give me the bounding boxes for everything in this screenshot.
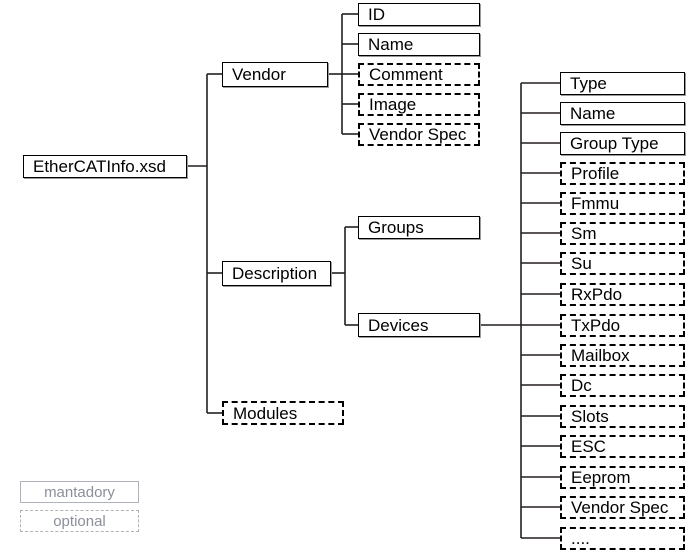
node-label: Name [570,104,616,123]
node-description[interactable]: Description [222,261,331,286]
node-label: Sm [571,224,597,243]
node-root[interactable]: EtherCATInfo.xsd [23,155,187,178]
node-label: Type [570,74,607,93]
node-label: ESC [571,437,606,456]
node-label: Fmmu [571,194,620,213]
node-label: Image [369,95,417,114]
node-label: Su [571,254,592,273]
node-label: Group Type [570,134,659,153]
node-device-name[interactable]: Name [560,102,685,125]
node-label: Description [232,264,318,283]
node-device-group-type[interactable]: Group Type [560,132,685,155]
node-label: Groups [368,218,424,237]
node-vendor-comment[interactable]: Comment [358,63,480,86]
node-vendor-id[interactable]: ID [358,3,480,26]
node-groups[interactable]: Groups [358,216,480,239]
legend-label: optional [53,512,106,530]
node-label: RxPdo [571,285,623,304]
node-label: Devices [368,315,429,335]
node-vendor[interactable]: Vendor [222,62,328,87]
node-modules[interactable]: Modules [222,401,344,425]
node-device-slots[interactable]: Slots [560,405,685,428]
legend-optional: optional [20,510,139,532]
node-label: Dc [571,376,592,395]
node-label: Vendor [232,65,286,84]
node-vendor-image[interactable]: Image [358,93,480,116]
node-label: Mailbox [571,346,630,365]
node-label: Vendor Spec [369,125,467,144]
node-vendor-vendor-spec[interactable]: Vendor Spec [358,123,480,146]
node-device-sm[interactable]: Sm [560,222,685,245]
node-device-txpdo[interactable]: TxPdo [560,314,685,337]
node-label: Profile [571,164,620,183]
node-device-rxpdo[interactable]: RxPdo [560,283,685,306]
node-device-su[interactable]: Su [560,252,685,275]
node-device-esc[interactable]: ESC [560,435,685,458]
node-label: Slots [571,407,609,426]
node-label: Eeprom [571,468,631,487]
node-device-more[interactable]: .... [560,527,685,550]
node-device-profile[interactable]: Profile [560,162,685,185]
node-device-mailbox[interactable]: Mailbox [560,344,685,367]
node-label: ID [368,5,385,24]
node-label: Vendor Spec [571,498,669,517]
node-label: Comment [369,65,443,84]
legend-label: mantadory [44,483,115,501]
node-label: Modules [233,403,298,423]
node-label: .... [571,529,590,548]
legend-mandatory: mantadory [20,481,139,503]
node-device-vendor-spec[interactable]: Vendor Spec [560,496,685,519]
node-device-type[interactable]: Type [560,72,685,95]
node-devices[interactable]: Devices [358,313,480,337]
node-label: TxPdo [571,316,621,335]
node-device-fmmu[interactable]: Fmmu [560,192,685,215]
node-device-eeprom[interactable]: Eeprom [560,466,685,489]
node-label: EtherCATInfo.xsd [33,157,166,176]
node-device-dc[interactable]: Dc [560,374,685,397]
node-label: Name [368,35,414,54]
node-vendor-name[interactable]: Name [358,33,480,56]
